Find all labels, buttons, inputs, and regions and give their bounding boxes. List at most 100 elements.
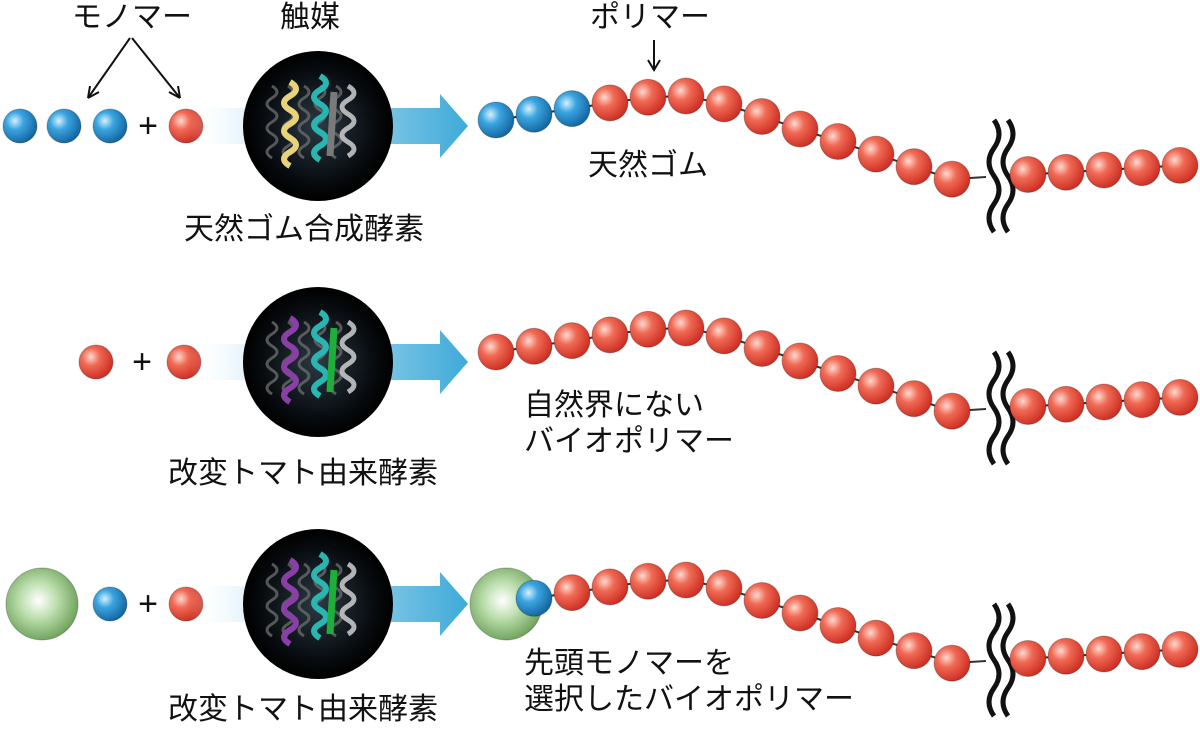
red-polymer-unit <box>895 632 933 670</box>
red-polymer-unit <box>629 78 667 116</box>
protein-helix-a <box>281 79 299 169</box>
protein-structure <box>265 309 357 405</box>
red-polymer-unit <box>591 568 629 606</box>
red-polymer-unit <box>857 367 895 405</box>
protein-helix-a <box>281 315 299 405</box>
product-label-row3-line1: 先頭モノマーを <box>524 646 734 681</box>
plus-sign: + <box>138 585 158 623</box>
protein-loop <box>265 320 279 396</box>
red-polymer-unit <box>1085 383 1123 421</box>
protein-loop <box>297 562 311 638</box>
protein-helix-c <box>339 83 357 159</box>
red-polymer-unit <box>781 594 819 632</box>
red-polymer-unit <box>591 84 629 122</box>
red-polymer-unit <box>705 569 743 607</box>
red-polymer-unit <box>1085 635 1123 673</box>
protein-strand <box>326 569 338 635</box>
red-polymer-unit <box>667 561 705 599</box>
red-polymer-unit <box>629 310 667 348</box>
red-polymer-unit <box>477 333 515 371</box>
chain-break-mark <box>1000 118 1016 234</box>
red-polymer-unit <box>1161 630 1199 668</box>
chain-break-mark <box>1000 602 1016 718</box>
red-polymer-unit <box>743 329 781 367</box>
blue-polymer-unit <box>477 101 515 139</box>
enzyme-label-row3: 改変トマト由来酵素 <box>168 692 438 727</box>
monomer-pointer-right <box>131 37 181 99</box>
red-polymer-unit <box>819 123 857 161</box>
protein-loop <box>265 84 279 160</box>
blue-polymer-unit <box>553 90 591 128</box>
protein-helix-c <box>339 561 357 637</box>
red-polymer-unit <box>1161 378 1199 416</box>
red-polymer-unit <box>591 316 629 354</box>
red-polymer-unit <box>1123 149 1161 187</box>
red-polymer-unit <box>895 380 933 418</box>
red-polymer-unit <box>1047 153 1085 191</box>
red-polymer-unit <box>705 85 743 123</box>
protein-loop <box>297 320 311 396</box>
catalyst-label: 触媒 <box>280 0 340 35</box>
protein-loop <box>265 562 279 638</box>
enzyme-label-row2: 改変トマト由来酵素 <box>168 456 438 491</box>
monomer-pointer-left <box>87 37 131 99</box>
protein-strand <box>326 327 338 393</box>
chain-break-mark <box>986 118 1002 234</box>
blue-polymer-unit <box>515 95 553 133</box>
protein-helix-b <box>311 551 329 641</box>
monomer-label: モノマー <box>72 0 192 35</box>
red-polymer-unit <box>1123 381 1161 419</box>
red-polymer-unit <box>781 110 819 148</box>
protein-helix-b <box>311 73 329 163</box>
red-polymer-unit <box>781 342 819 380</box>
red-polymer-unit <box>857 619 895 657</box>
red-polymer-unit <box>819 607 857 645</box>
blue-monomer <box>2 108 38 144</box>
red-polymer-unit <box>743 581 781 619</box>
polymer-label: ポリマー <box>590 0 710 35</box>
chain-break-mark <box>1000 350 1016 466</box>
product-label-row3-line2: 選択したバイオポリマー <box>524 682 854 717</box>
red-polymer-unit <box>933 392 971 430</box>
red-polymer-unit <box>1047 637 1085 675</box>
red-polymer-unit <box>743 97 781 135</box>
plus-sign: + <box>138 107 158 145</box>
protein-loop <box>297 84 311 160</box>
protein-structure <box>265 551 357 647</box>
red-polymer-unit <box>1009 640 1047 678</box>
red-polymer-unit <box>705 317 743 355</box>
product-label-row1: 天然ゴム <box>588 148 708 183</box>
red-polymer-unit <box>629 562 667 600</box>
blue-polymer-unit <box>515 579 553 617</box>
protein-structure <box>265 73 357 169</box>
red-polymer-unit <box>553 322 591 360</box>
red-polymer-unit <box>667 309 705 347</box>
blue-monomer <box>92 108 128 144</box>
red-polymer-unit <box>1123 633 1161 671</box>
plus-sign: + <box>132 343 152 381</box>
red-polymer-unit <box>1009 388 1047 426</box>
red-polymer-unit <box>819 355 857 393</box>
red-polymer-unit <box>553 574 591 612</box>
protein-strand <box>326 91 338 157</box>
blue-monomer <box>92 586 128 622</box>
green-monomer <box>5 567 79 641</box>
enzyme-label-row1: 天然ゴム合成酵素 <box>184 212 424 247</box>
protein-helix-c <box>339 319 357 395</box>
red-polymer-unit <box>667 77 705 115</box>
chain-break-mark <box>986 350 1002 466</box>
red-polymer-unit <box>933 160 971 198</box>
red-polymer-unit <box>895 148 933 186</box>
red-monomer <box>78 344 114 380</box>
chain-break-mark <box>986 602 1002 718</box>
red-polymer-unit <box>933 644 971 682</box>
red-polymer-unit <box>1085 151 1123 189</box>
monomer-pointer-left-head <box>87 85 100 99</box>
product-label-row2-line1: 自然界にない <box>524 388 704 423</box>
red-polymer-unit <box>1009 156 1047 194</box>
blue-monomer <box>46 108 82 144</box>
red-polymer-unit <box>857 135 895 173</box>
red-polymer-unit <box>1161 146 1199 184</box>
monomer-pointer-right-head <box>168 85 181 99</box>
